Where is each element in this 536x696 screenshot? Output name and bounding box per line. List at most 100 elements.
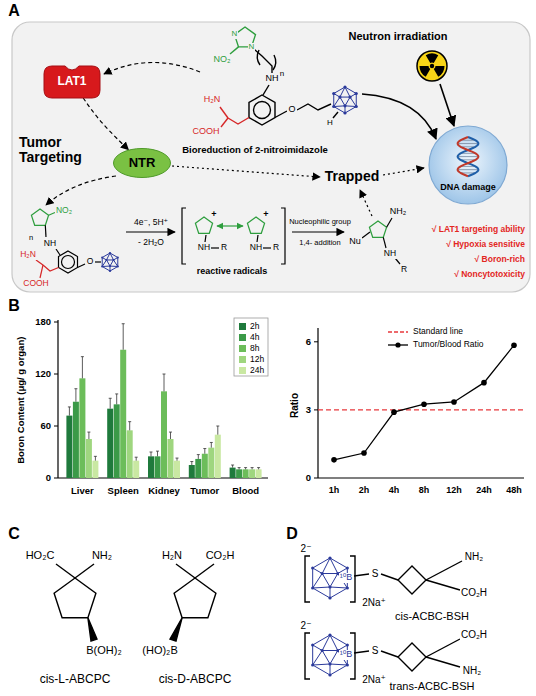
bar — [215, 435, 221, 478]
carborane-cage-part — [345, 87, 350, 97]
carborane-cage-part — [322, 558, 330, 574]
axis-label: 120 — [34, 369, 52, 379]
bar-chart-part — [176, 458, 179, 459]
chem-label: N — [231, 30, 239, 39]
panel-letter: C — [7, 525, 21, 543]
targeting-molecule-part — [263, 85, 269, 95]
axis-label: 0 — [305, 473, 312, 483]
flow-arrow-part — [440, 84, 454, 126]
carborane-cage-part — [340, 87, 345, 97]
radiation-symbol-part — [434, 66, 445, 77]
carborane-cage-part — [110, 266, 118, 267]
bar-chart-part — [122, 323, 125, 324]
axis-label: Boron Content (μg/ g organ) — [17, 335, 27, 464]
acbc-bsh-structure-part — [426, 561, 462, 580]
legend-text: Standard line — [412, 327, 464, 336]
prodrug-molecule-part — [43, 265, 59, 271]
carborane-cage-part — [343, 85, 346, 88]
targeting-molecule-part — [230, 47, 239, 54]
targeting-molecule-part — [273, 55, 276, 70]
bar-chart-part — [197, 454, 200, 455]
bar-chart-part — [238, 467, 241, 468]
radical-structure-part — [211, 247, 219, 248]
carborane-cage-part — [348, 95, 351, 98]
carborane-cage — [101, 252, 119, 272]
chem-label: ¹⁰B — [339, 650, 354, 660]
bar-chart-part — [136, 457, 137, 460]
axis-label: 48h — [505, 486, 523, 496]
bar-chart-part — [190, 461, 193, 462]
bar-chart-part — [68, 406, 71, 407]
bar — [230, 468, 236, 478]
chem-label: n — [279, 70, 285, 79]
bar-chart-part — [135, 457, 138, 458]
bar — [133, 461, 139, 478]
prodrug-molecule-part — [59, 251, 78, 273]
bar-chart-part — [75, 389, 76, 402]
chem-label: 2Na⁺ — [361, 674, 387, 685]
carborane-cage-part — [109, 270, 111, 272]
bar-chart-part — [123, 324, 124, 350]
node-label: NTR — [129, 156, 156, 170]
acbc-bsh-structure-part — [426, 657, 460, 667]
carborane-cage-part — [330, 587, 331, 598]
bar — [92, 461, 98, 478]
radical-structure-part — [263, 247, 271, 248]
compound-name: cis-L-ABCPC — [39, 673, 112, 686]
chem-label: - 2H₂O — [137, 238, 165, 247]
bar — [114, 404, 120, 478]
carborane-cage-part — [313, 664, 330, 665]
bar-chart-part — [163, 374, 166, 375]
bar — [174, 461, 180, 478]
carborane-cage-part — [321, 649, 324, 652]
node-label: DNA damage — [440, 183, 496, 193]
carborane-cage-part — [110, 253, 114, 260]
bar — [168, 439, 174, 478]
carborane-cage-part — [330, 664, 347, 665]
line-chart — [314, 328, 524, 478]
prodrug-molecule-part — [56, 249, 60, 255]
chem-label: Nucleophilic group — [288, 218, 352, 226]
chem-label: S — [371, 645, 380, 656]
carborane-cage-part — [102, 253, 118, 271]
feature-item: √ Boron-rich — [474, 255, 526, 264]
bar-chart-part — [216, 426, 219, 427]
bar — [161, 391, 167, 478]
carborane-cage-part — [355, 105, 358, 108]
axis-label: 3 — [305, 405, 312, 415]
axis-label: 2h — [358, 486, 371, 496]
line-chart-part — [314, 341, 318, 342]
adduct-structure-part — [383, 237, 386, 248]
carborane-cage-part — [106, 253, 110, 260]
bar-chart-part — [258, 468, 259, 470]
carborane-cage-part — [350, 97, 356, 106]
axis-label: 60 — [39, 421, 52, 431]
acbc-bsh-structure-part — [426, 639, 460, 657]
bar-chart-part — [169, 432, 172, 433]
abcpc-structure-part — [75, 564, 94, 578]
chem-label: COOH — [22, 279, 50, 288]
carborane-cage-part — [117, 265, 119, 267]
chem-label: + — [262, 210, 269, 220]
chem-label: 4e⁻, 5H⁺ — [133, 218, 169, 227]
chem-label: NH₂ — [462, 665, 482, 676]
carborane-cage-part — [109, 265, 111, 267]
bar — [249, 469, 255, 478]
bar — [127, 430, 133, 478]
bar-chart-part — [82, 357, 83, 379]
carborane-cage-part — [109, 252, 111, 254]
dna-circle: DNA damage — [428, 125, 508, 205]
carborane-cage-part — [346, 663, 349, 666]
bar — [189, 465, 195, 478]
enzyme-ellipse: NTR — [113, 148, 171, 178]
bar-chart-part — [157, 451, 158, 456]
carborane-cage-part — [330, 635, 338, 651]
chem-label: NO₂ — [213, 55, 232, 65]
legend-swatch — [239, 367, 246, 374]
targeting-molecule-part — [249, 95, 275, 125]
bar-chart-part — [198, 455, 199, 459]
carborane-cage-part — [330, 664, 331, 675]
carborane-cage-part — [343, 111, 346, 114]
bar-chart-part — [257, 467, 260, 468]
feature-item: √ Noncytotoxicity — [453, 270, 526, 279]
